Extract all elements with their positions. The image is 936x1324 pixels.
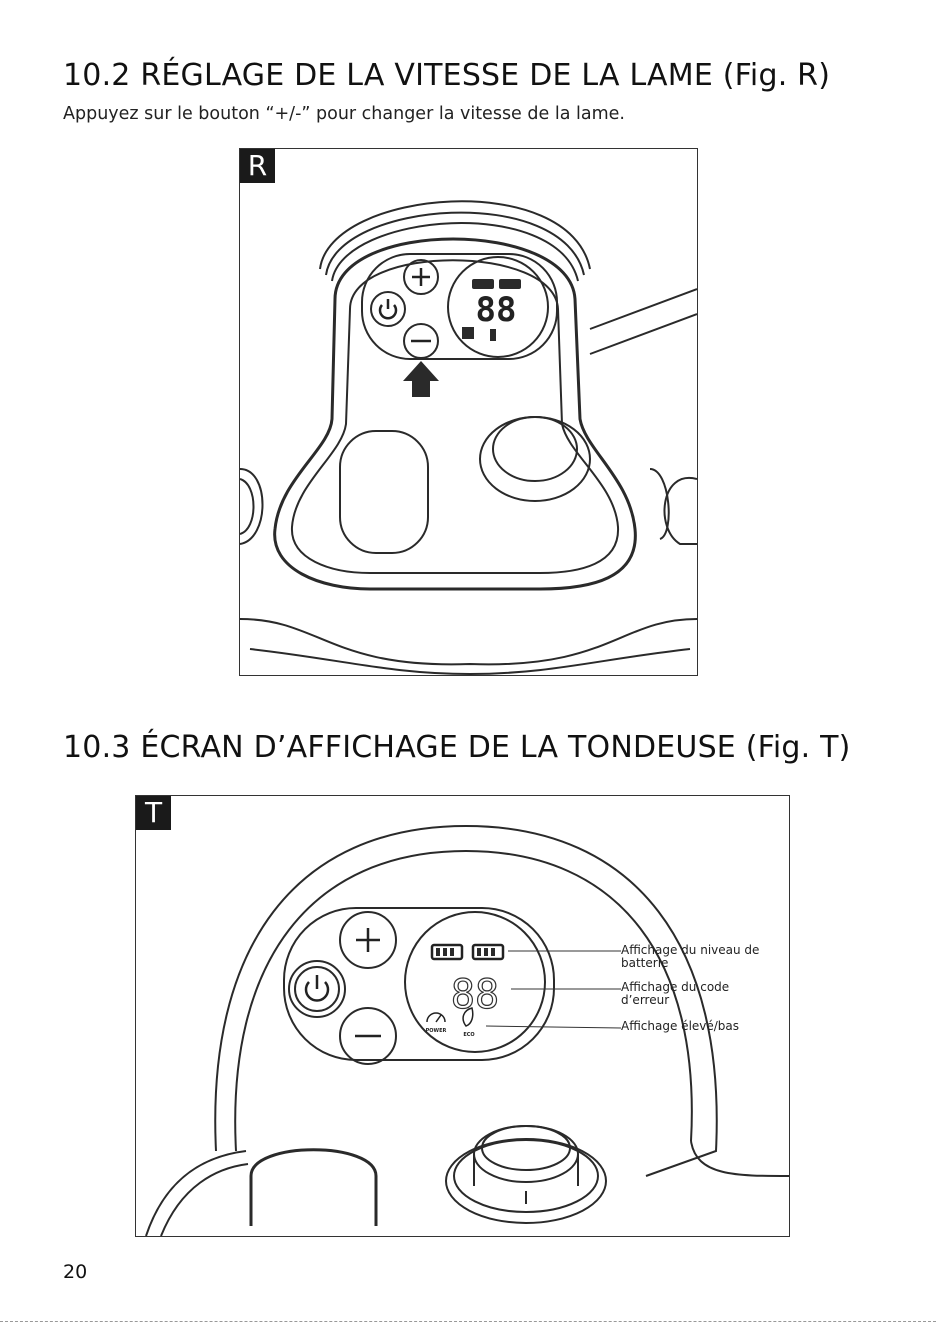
eco-mode-label: ECO: [463, 1032, 474, 1038]
callout-battery-level: Affichage du niveau de batterie: [621, 944, 781, 970]
figure-r-display-digits: 88: [476, 290, 517, 330]
figure-t-display-digits: 88: [451, 972, 499, 1018]
figure-r: 88 R: [239, 148, 698, 676]
figure-r-tag: R: [240, 149, 275, 183]
section-heading-display: 10.3 ÉCRAN D’AFFICHAGE DE LA TONDEUSE (F…: [63, 730, 851, 765]
footer-divider: [0, 1321, 936, 1322]
page-number: 20: [63, 1261, 87, 1283]
blade-speed-instruction: Appuyez sur le bouton “+/-” pour changer…: [63, 104, 625, 124]
section-heading-blade-speed: 10.2 RÉGLAGE DE LA VITESSE DE LA LAME (F…: [63, 58, 830, 93]
callout-high-low: Affichage élevé/bas: [621, 1020, 781, 1033]
figure-r-drawing: 88: [240, 149, 697, 675]
figure-t-tag: T: [136, 796, 171, 830]
figure-t-drawing: 88 POWER ECO: [136, 796, 789, 1236]
figure-t: 88 POWER ECO T: [135, 795, 790, 1237]
power-mode-label: POWER: [426, 1028, 447, 1034]
callout-error-code: Affichage du code d’erreur: [621, 981, 781, 1007]
